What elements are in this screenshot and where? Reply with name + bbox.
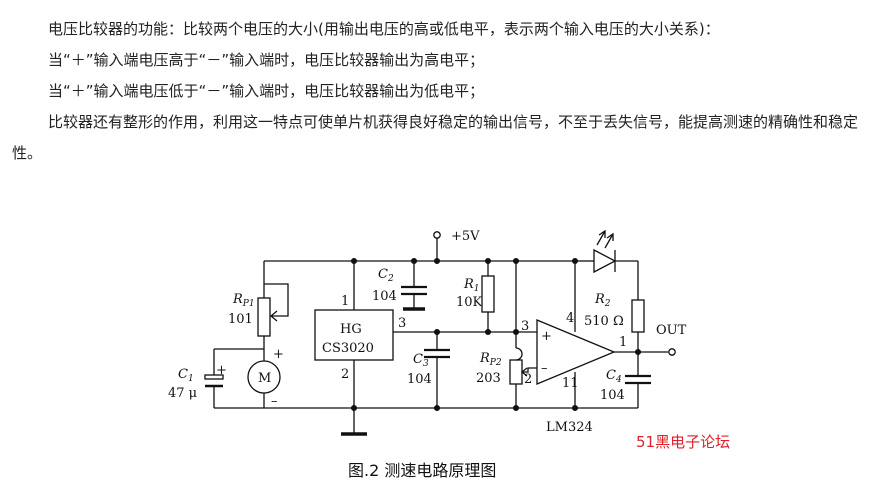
ic-pin1-label: 1 <box>341 294 349 309</box>
ic-pin3-label: 3 <box>398 316 406 331</box>
c1-capacitor <box>204 374 224 380</box>
c1-designator: C1 <box>178 367 194 384</box>
c2-designator: C2 <box>378 267 394 284</box>
c1-value: 47 μ <box>168 386 197 401</box>
motor-label: M <box>258 371 271 386</box>
paragraph-function: 电压比较器的功能：比较两个电压的大小(用输出电压的高或低电平，表示两个输入电压的… <box>48 20 720 38</box>
watermark: 51黑电子论坛 <box>636 433 730 451</box>
supply-label: +5V <box>451 229 480 244</box>
opamp-minus-label: – <box>541 361 548 376</box>
figure-caption: 图.2 测速电路原理图 <box>348 461 496 480</box>
r2-designator: R2 <box>594 292 611 309</box>
rp1-resistor <box>257 297 271 337</box>
c4-designator: C4 <box>606 368 622 385</box>
opamp-pin4-label: 4 <box>566 311 574 326</box>
opamp-pin2-label: 2 <box>524 372 532 387</box>
supply-terminal <box>433 231 441 239</box>
opamp-pin3-label: 3 <box>521 319 529 334</box>
c1-plus-label: + <box>216 363 227 378</box>
r1-value: 10K <box>456 295 483 310</box>
motor-minus-label: – <box>271 394 278 409</box>
c4-value: 104 <box>600 388 625 403</box>
r2-resistor <box>631 299 645 333</box>
paragraph-shaping: 比较器还有整形的作用，利用这一特点可使单片机获得良好稳定的输出信号，不至于丢失信… <box>12 113 859 162</box>
opamp-part-label: LM324 <box>546 420 593 435</box>
rp2-designator: RP2 <box>479 351 502 368</box>
paragraph-low-output: 当“＋”输入端电压低于“－”输入端时，电压比较器输出为低电平； <box>48 82 485 100</box>
r1-designator: R1 <box>463 277 480 294</box>
description-text: 电压比较器的功能：比较两个电压的大小(用输出电压的高或低电平，表示两个输入电压的… <box>12 14 874 169</box>
opamp-pin1-label: 1 <box>619 335 627 350</box>
paragraph-high-output: 当“＋”输入端电压高于“－”输入端时，电压比较器输出为高电平； <box>48 51 485 69</box>
ic-pin2-label: 2 <box>341 367 349 382</box>
c3-designator: C3 <box>413 352 429 369</box>
ic-name-line2: CS3020 <box>322 341 374 356</box>
output-terminal <box>668 348 676 356</box>
rp2-value: 203 <box>476 371 501 386</box>
rp2-resistor <box>509 359 523 385</box>
motor-plus-label: + <box>273 347 284 362</box>
rp1-designator: RP1 <box>232 292 255 309</box>
opamp-pin11-label: 11 <box>562 376 579 391</box>
rp1-value: 101 <box>228 312 253 327</box>
c2-value: 104 <box>372 289 397 304</box>
output-label: OUT <box>656 323 687 338</box>
opamp <box>536 319 616 385</box>
opamp-plus-label: + <box>541 329 552 344</box>
ic-name-line1: HG <box>340 322 362 337</box>
r2-value: 510 Ω <box>584 314 624 329</box>
r1-resistor <box>481 275 495 313</box>
c3-value: 104 <box>407 372 432 387</box>
led <box>593 248 617 274</box>
